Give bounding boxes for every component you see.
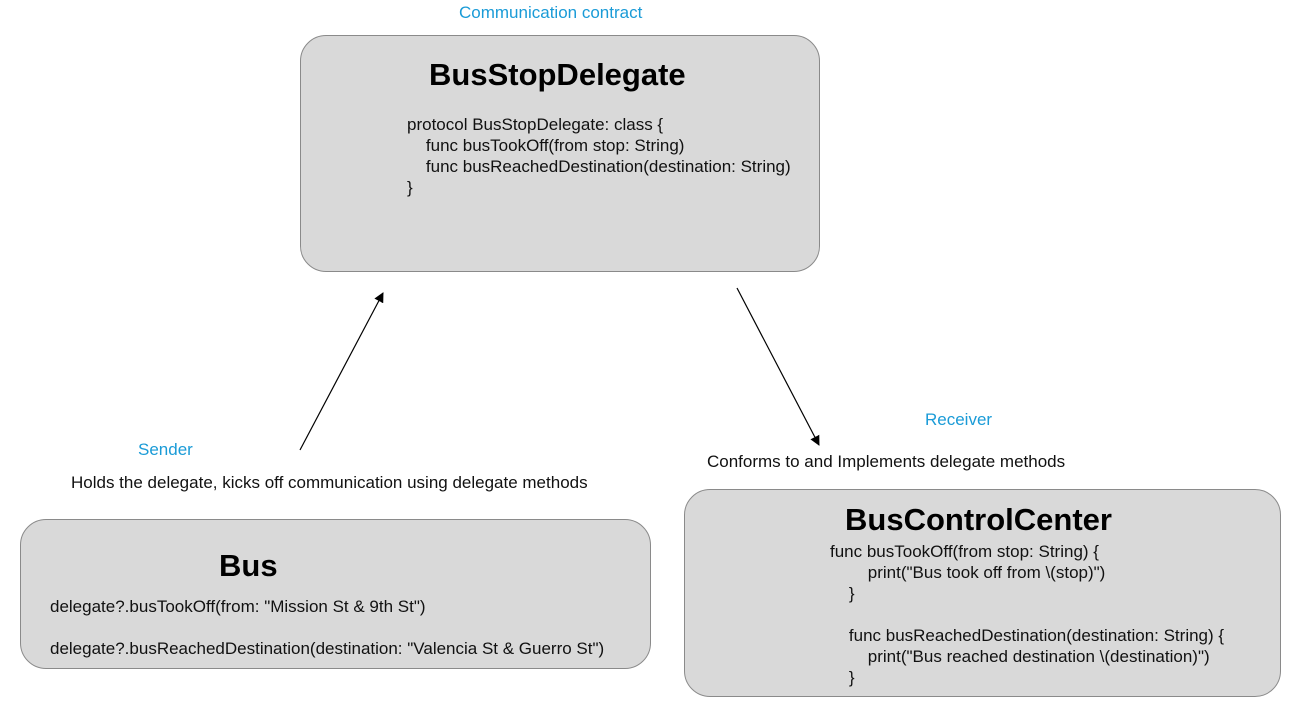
receiver-caption: Receiver [925,410,993,429]
protocol-code: protocol BusStopDelegate: class { func b… [407,115,791,197]
receiver-description: Conforms to and Implements delegate meth… [707,452,1066,471]
bus-code-line-2: delegate?.busReachedDestination(destinat… [50,639,605,658]
bus-control-center-code: func busTookOff(from stop: String) { pri… [830,542,1225,687]
protocol-box: BusStopDelegate protocol BusStopDelegate… [300,35,820,272]
bus-control-center-box: BusControlCenter func busTookOff(from st… [684,489,1281,697]
protocol-title: BusStopDelegate [429,57,686,92]
bus-control-center-title: BusControlCenter [845,502,1112,537]
sender-description: Holds the delegate, kicks off communicat… [71,473,588,492]
sender-caption: Sender [138,440,193,459]
protocol-caption: Communication contract [459,3,643,22]
sender-to-protocol-arrow [299,292,384,451]
bus-code-line-1: delegate?.busTookOff(from: "Mission St &… [50,597,426,616]
bus-box: Bus delegate?.busTookOff(from: "Mission … [20,519,651,669]
bus-title: Bus [219,548,278,583]
protocol-to-receiver-arrow [736,287,820,446]
